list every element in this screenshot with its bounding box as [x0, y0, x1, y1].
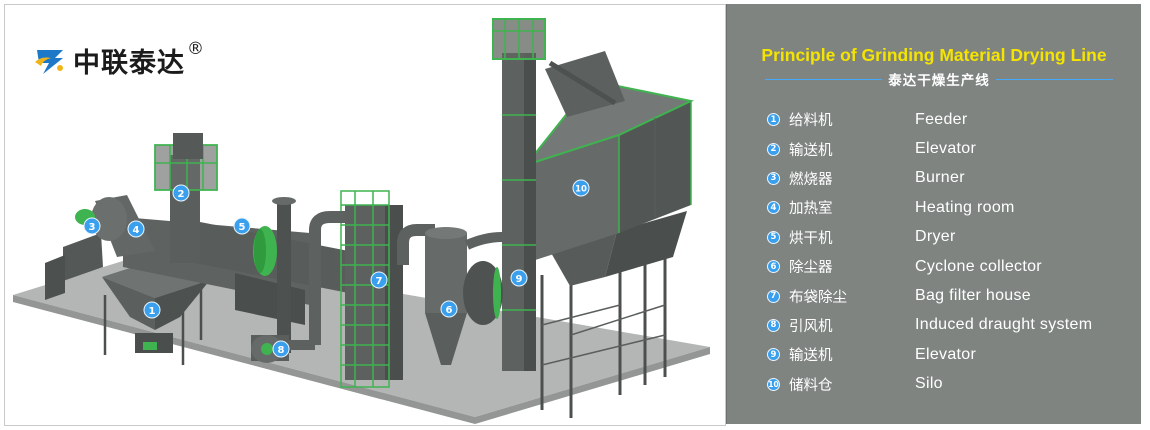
- marker-8-label: 8: [278, 345, 285, 356]
- marker-9: 9: [510, 269, 528, 287]
- marker-3-label: 3: [89, 222, 96, 233]
- heating-room-4: [75, 195, 155, 257]
- legend-item: 7 布袋除尘 Bag filter house: [767, 281, 1137, 310]
- legend-item: 9 输送机 Elevator: [767, 340, 1137, 369]
- marker-8: 8: [272, 340, 290, 358]
- legend-label-cn: 燃烧器: [789, 171, 833, 188]
- legend-item: 4 加热室 Heating room: [767, 193, 1137, 222]
- production-line-illustration: 1 2 3 4 5 6 7 8 9 10 中联泰达 ®: [4, 4, 726, 426]
- legend-item: 10 储料仓 Silo: [767, 370, 1137, 399]
- legend-label-en: Induced draught system: [915, 316, 1093, 334]
- title-divider-right: [995, 78, 1113, 80]
- legend-number-badge: 1: [767, 113, 780, 127]
- exhaust-chimney: [272, 197, 296, 353]
- marker-6-label: 6: [446, 305, 453, 316]
- legend-number-badge: 8: [767, 318, 780, 332]
- legend-item: 8 引风机 Induced draught system: [767, 311, 1137, 340]
- legend-label-en: Dryer: [915, 228, 956, 246]
- marker-9-label: 9: [516, 274, 523, 285]
- legend-label-cn: 输送机: [789, 142, 833, 159]
- marker-4-label: 4: [133, 225, 140, 236]
- legend-number-badge: 3: [767, 171, 780, 185]
- panel-title-english: Principle of Grinding Material Drying Li…: [761, 45, 1107, 65]
- marker-10: 10: [572, 179, 590, 197]
- legend-number-badge: 2: [767, 142, 780, 156]
- legend-label-cn: 加热室: [789, 201, 833, 218]
- legend-item: 5 烘干机 Dryer: [767, 223, 1137, 252]
- marker-6: 6: [440, 300, 458, 318]
- bag-filter-7: [309, 190, 435, 388]
- legend-number-badge: 10: [767, 377, 780, 391]
- brand-logo: 中联泰达 ®: [33, 38, 204, 80]
- marker-5: 5: [233, 217, 251, 235]
- legend-item: 6 除尘器 Cyclone collector: [767, 252, 1137, 281]
- component-legend: 1 给料机 Feeder 2 输送机 Elevator 3 燃烧器 Burner 4 加热室 H…: [767, 105, 1137, 399]
- panel-title-chinese-row: 泰达干燥生产线: [765, 69, 1113, 89]
- flame-swirl-logo-icon: [35, 49, 63, 74]
- feeder-1: [45, 233, 210, 365]
- legend-item: 1 给料机 Feeder: [767, 105, 1137, 134]
- marker-3: 3: [83, 217, 101, 235]
- marker-1-label: 1: [149, 306, 156, 317]
- legend-number-badge: 4: [767, 201, 780, 215]
- legend-label-en: Burner: [915, 169, 965, 187]
- legend-item: 3 燃烧器 Burner: [767, 164, 1137, 193]
- legend-number-badge: 6: [767, 260, 780, 274]
- legend-number-badge: 7: [767, 289, 780, 303]
- marker-5-label: 5: [239, 222, 246, 233]
- legend-label-cn: 给料机: [789, 113, 833, 130]
- marker-10-label: 10: [575, 185, 587, 195]
- legend-number-badge: 5: [767, 230, 780, 244]
- silo-roof: [526, 81, 691, 165]
- silo-body-front: [526, 135, 619, 263]
- legend-item: 2 输送机 Elevator: [767, 134, 1137, 163]
- bucket-elevator-9: [492, 18, 546, 371]
- legend-label-cn: 布袋除尘: [789, 289, 847, 306]
- elevator-2: [154, 133, 218, 263]
- legend-label-cn: 输送机: [789, 348, 833, 365]
- registered-mark: ®: [187, 38, 204, 59]
- brand-name: 中联泰达: [73, 48, 185, 79]
- panel-title-chinese: 泰达干燥生产线: [888, 73, 990, 89]
- legend-label-cn: 引风机: [789, 318, 833, 335]
- legend-label-en: Heating room: [915, 198, 1015, 216]
- cyclone-collector-6: [425, 227, 503, 365]
- legend-label-en: Bag filter house: [915, 287, 1031, 305]
- marker-7: 7: [370, 271, 388, 289]
- legend-label-en: Silo: [915, 375, 943, 393]
- callout-markers: 1 2 3 4 5 6 7 8 9 10: [83, 179, 590, 358]
- legend-label-cn: 烘干机: [789, 230, 833, 247]
- legend-label-en: Elevator: [915, 140, 977, 158]
- marker-1: 1: [143, 301, 161, 319]
- plant-3d-drawing: 1 2 3 4 5 6 7 8 9 10: [13, 18, 710, 424]
- legend-label-cn: 储料仓: [789, 377, 833, 394]
- legend-label-en: Elevator: [915, 345, 977, 363]
- marker-7-label: 7: [376, 276, 383, 287]
- legend-label-en: Cyclone collector: [915, 257, 1042, 275]
- legend-label-en: Feeder: [915, 110, 968, 128]
- marker-2-label: 2: [178, 189, 185, 200]
- legend-panel: Principle of Grinding Material Drying Li…: [726, 4, 1141, 424]
- silo-assembly: [525, 51, 695, 418]
- legend-number-badge: 9: [767, 348, 780, 362]
- marker-4: 4: [127, 220, 145, 238]
- legend-label-cn: 除尘器: [789, 260, 833, 277]
- title-divider-left: [765, 78, 883, 80]
- marker-2: 2: [172, 184, 190, 202]
